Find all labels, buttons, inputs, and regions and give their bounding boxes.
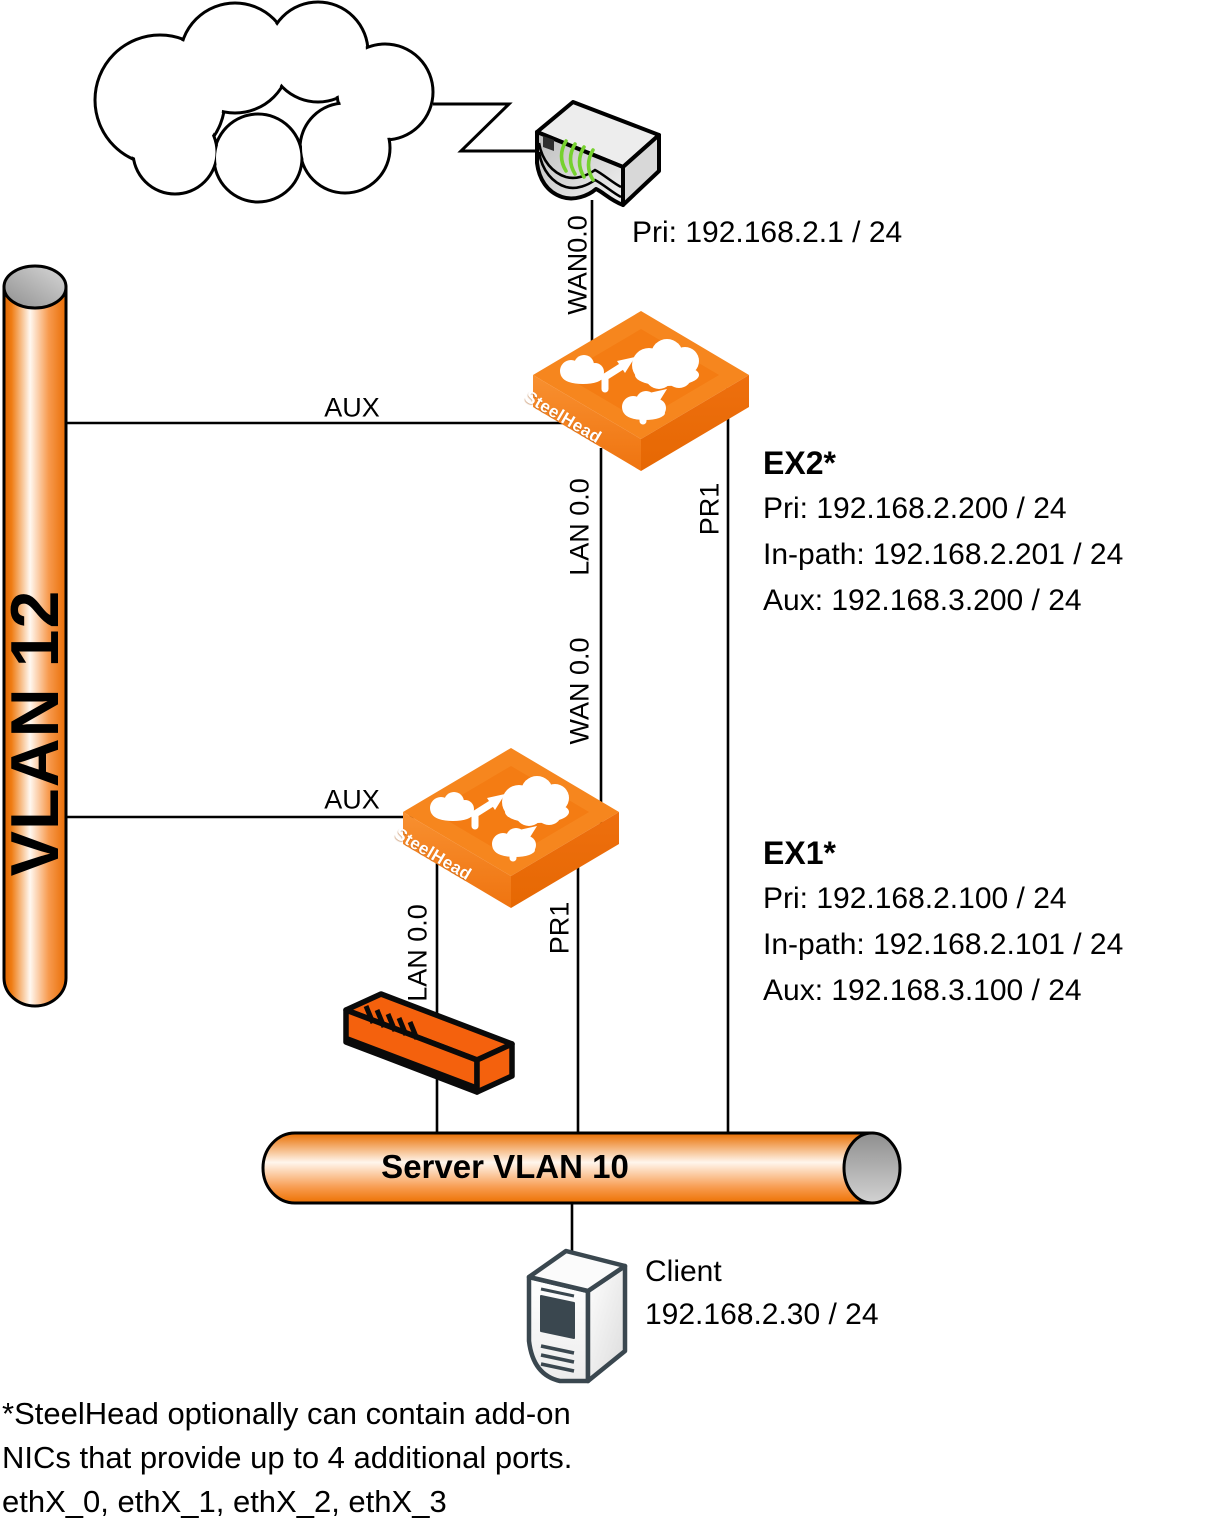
ex1-info-block: EX1* Pri: 192.168.2.100 / 24 In-path: 19… — [763, 830, 1123, 1014]
client-info-block: Client 192.168.2.30 / 24 — [645, 1250, 879, 1336]
client-ip: 192.168.2.30 / 24 — [645, 1298, 879, 1331]
steelhead-ex2-icon — [533, 311, 749, 471]
ex2-inpath: In-path: 192.168.2.201 / 24 — [763, 538, 1124, 571]
port-label-router-wan: WAN0.0 — [562, 215, 593, 315]
port-label-ex1-wan: WAN 0.0 — [564, 637, 595, 745]
switch-icon — [343, 991, 515, 1095]
vlan10-segment-icon — [261, 1131, 902, 1205]
port-label-ex1-lan: LAN 0.0 — [402, 904, 433, 1002]
port-label-ex2-aux: AUX — [324, 392, 380, 423]
port-label-ex1-pr1: PR1 — [544, 901, 575, 955]
router-ip-label: Pri: 192.168.2.1 / 24 — [632, 216, 903, 249]
router-signal-icon — [559, 139, 595, 182]
ex2-aux-ip: Aux: 192.168.3.200 / 24 — [763, 584, 1082, 617]
internet-cloud-icon — [93, 0, 435, 204]
ex2-name: EX2* — [763, 445, 836, 481]
footnote-line1: *SteelHead optionally can contain add-on — [2, 1396, 571, 1431]
port-label-ex1-aux: AUX — [324, 784, 380, 815]
cloud-router-link — [433, 102, 540, 153]
ex1-pri: Pri: 192.168.2.100 / 24 — [763, 882, 1067, 915]
vlan12-label: VLAN 12 — [0, 589, 73, 877]
client-name: Client — [645, 1255, 722, 1288]
wan-router-icon — [535, 100, 661, 207]
ex1-inpath: In-path: 192.168.2.101 / 24 — [763, 928, 1124, 961]
footnote-line2: NICs that provide up to 4 additional por… — [2, 1440, 573, 1475]
vlan10-label: Server VLAN 10 — [381, 1148, 629, 1185]
port-label-ex2-lan: LAN 0.0 — [564, 478, 595, 576]
ex1-aux-ip: Aux: 192.168.3.100 / 24 — [763, 974, 1082, 1007]
client-tower-icon — [526, 1248, 628, 1384]
footnote-line3: ethX_0, ethX_1, ethX_2, ethX_3 — [2, 1484, 447, 1519]
port-label-ex2-pr1: PR1 — [694, 482, 725, 536]
footnote: *SteelHead optionally can contain add-on… — [2, 1392, 572, 1524]
ex1-name: EX1* — [763, 835, 836, 871]
network-links — [64, 102, 730, 1258]
ex2-info-block: EX2* Pri: 192.168.2.200 / 24 In-path: 19… — [763, 440, 1123, 624]
vlan12-segment-icon — [2, 264, 68, 1008]
ex2-pri: Pri: 192.168.2.200 / 24 — [763, 492, 1067, 525]
steelhead-ex1-icon — [403, 748, 619, 908]
